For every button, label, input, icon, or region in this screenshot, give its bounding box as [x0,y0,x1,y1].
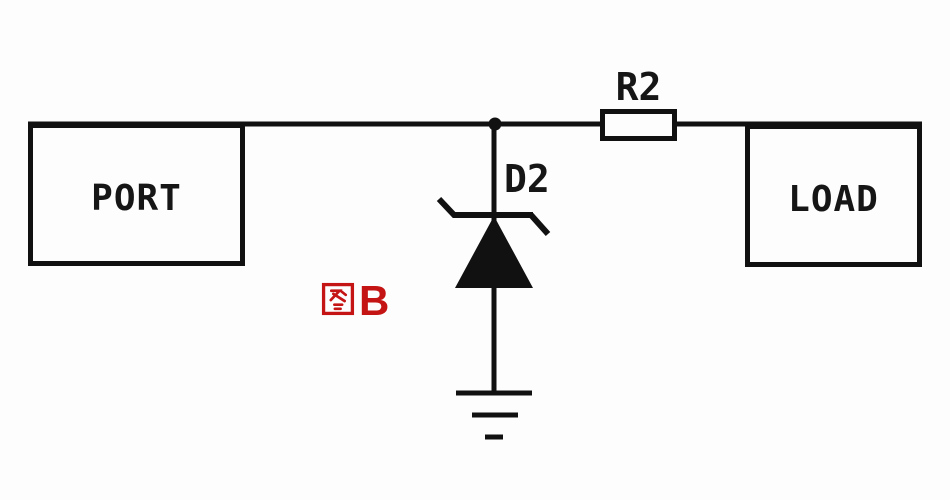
load-block: LOAD [745,124,922,267]
diode-d2-label: D2 [504,157,550,201]
diode-cathode-bend-left [436,196,458,219]
tvs-diode-symbol [436,196,551,288]
resistor-r2-label: R2 [615,65,662,109]
figure-label-suffix: B [359,277,390,324]
junction-dot [488,117,502,131]
figure-label: B [321,277,390,324]
port-block: PORT [28,123,245,266]
load-block-label: LOAD [788,179,879,220]
resistor-r2-body [600,109,677,141]
diode-cathode-bend-right [528,212,551,237]
tu-inner-strokes [329,289,348,311]
diode-anode-triangle [455,216,533,288]
ground-symbol [456,390,532,440]
figure-char-tu-icon [321,282,355,316]
port-block-label: PORT [91,178,182,219]
tu-enclosure-stroke [321,282,355,316]
